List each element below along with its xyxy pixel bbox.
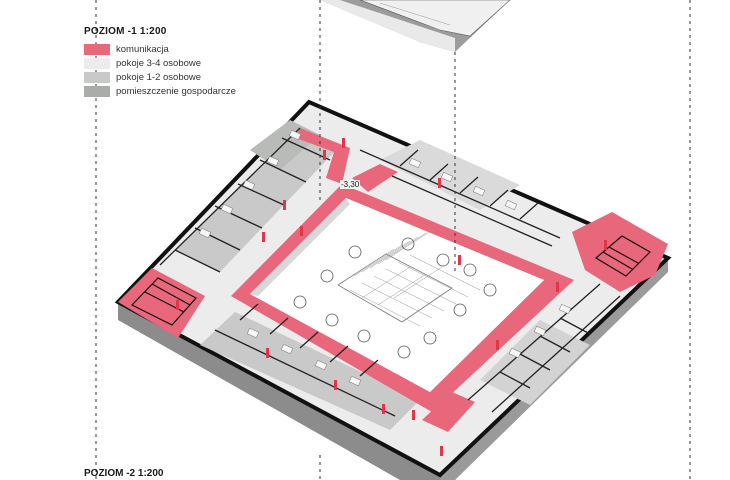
room-furniture — [198, 129, 572, 387]
legend-item-komunikacja: komunikacja — [84, 42, 236, 56]
legend-item-pokoje-3-4: pokoje 3-4 osobowe — [84, 56, 236, 70]
partition-walls — [159, 127, 621, 417]
legend-swatch — [84, 85, 110, 97]
human-figures — [176, 138, 607, 456]
level-dimension-label: -3,30 — [340, 180, 361, 189]
legend-label: pokoje 3-4 osobowe — [116, 57, 202, 69]
legend: POZIOM -1 1:200 komunikacja pokoje 3-4 o… — [84, 26, 236, 98]
legend-title: POZIOM -1 1:200 — [84, 26, 167, 37]
legend-swatch — [84, 57, 110, 69]
legend-item-pomieszczenie-gospodarcze: pomieszczenie gospodarcze — [84, 84, 236, 98]
lower-level-title: POZIOM -2 1:200 — [84, 468, 164, 479]
section-lines — [319, 100, 456, 272]
legend-label: pokoje 1-2 osobowe — [116, 71, 202, 83]
courtyard — [250, 198, 544, 392]
legend-item-pokoje-1-2: pokoje 1-2 osobowe — [84, 70, 236, 84]
legend-label: pomieszczenie gospodarcze — [116, 85, 236, 97]
circulation-areas — [118, 128, 668, 432]
legend-swatch — [84, 71, 110, 83]
legend-label: komunikacja — [116, 43, 169, 55]
legend-swatch — [84, 43, 110, 55]
upper-level-slab — [320, 0, 511, 52]
courtyard-furniture — [293, 237, 497, 359]
